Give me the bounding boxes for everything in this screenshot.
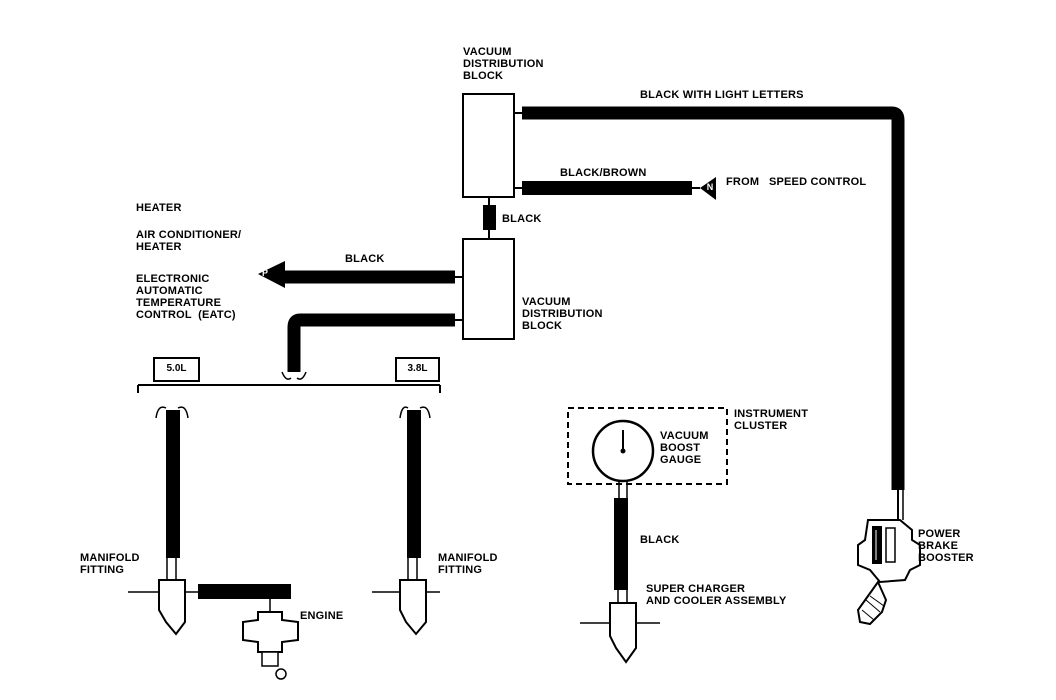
label-supercharger: SUPER CHARGER AND COOLER ASSEMBLY bbox=[646, 583, 787, 607]
vacuum-distribution-block-bottom bbox=[462, 238, 515, 340]
label-power-brake-booster: POWER BRAKE BOOSTER bbox=[918, 528, 974, 564]
engine-port bbox=[275, 668, 287, 680]
label-instrument-cluster: INSTRUMENT CLUSTER bbox=[734, 408, 809, 432]
label-engine-50: 5.0L bbox=[166, 363, 187, 374]
eatc-connector bbox=[258, 261, 285, 288]
label-from-speed-control: FROM SPEED CONTROL bbox=[726, 176, 867, 188]
hose-engine bbox=[198, 584, 291, 599]
label-vacuum-distribution-block-bottom: VACUUM DISTRIBUTION BLOCK bbox=[522, 296, 603, 332]
label-heater: HEATER bbox=[136, 202, 182, 214]
label-eatc: ELECTRONIC AUTOMATIC TEMPERATURE CONTROL… bbox=[136, 273, 236, 321]
engine-fitting bbox=[242, 611, 299, 653]
vacuum-distribution-block-top bbox=[462, 93, 515, 198]
marker-p: P bbox=[261, 268, 268, 278]
label-black-between-blocks: BLACK bbox=[502, 213, 542, 225]
hose-black-gauge bbox=[614, 498, 628, 590]
marker-n: N bbox=[706, 182, 714, 192]
hose-to-engine bbox=[287, 313, 455, 372]
label-engine: ENGINE bbox=[300, 610, 344, 622]
label-black-gauge: BLACK bbox=[640, 534, 680, 546]
supercharger-fitting bbox=[609, 602, 637, 664]
label-black-with-light-letters: BLACK WITH LIGHT LETTERS bbox=[640, 89, 804, 101]
label-vacuum-boost-gauge: VACUUM BOOST GAUGE bbox=[660, 430, 709, 466]
manifold-fitting-left bbox=[158, 579, 186, 636]
label-black-brown: BLACK/BROWN bbox=[560, 167, 647, 179]
engine-50-box bbox=[153, 357, 200, 382]
label-vacuum-distribution-block-top: VACUUM DISTRIBUTION BLOCK bbox=[463, 46, 544, 82]
speed-control-connector bbox=[700, 177, 716, 200]
instrument-cluster-box bbox=[567, 407, 728, 485]
label-manifold-fitting-left: MANIFOLD FITTING bbox=[80, 552, 140, 576]
engine-38-box bbox=[395, 357, 440, 382]
label-engine-38: 3.8L bbox=[407, 363, 428, 374]
label-air-conditioner-heater: AIR CONDITIONER/ HEATER bbox=[136, 229, 242, 253]
hose-black-between-blocks bbox=[483, 205, 496, 230]
power-brake-booster bbox=[856, 519, 921, 626]
label-black-eatc: BLACK bbox=[345, 253, 385, 265]
hose-manifold-right bbox=[407, 410, 421, 558]
hose-manifold-left bbox=[166, 410, 180, 558]
hose-black-light-letters bbox=[522, 106, 905, 490]
label-manifold-fitting-right: MANIFOLD FITTING bbox=[438, 552, 498, 576]
manifold-fitting-right bbox=[399, 579, 427, 636]
